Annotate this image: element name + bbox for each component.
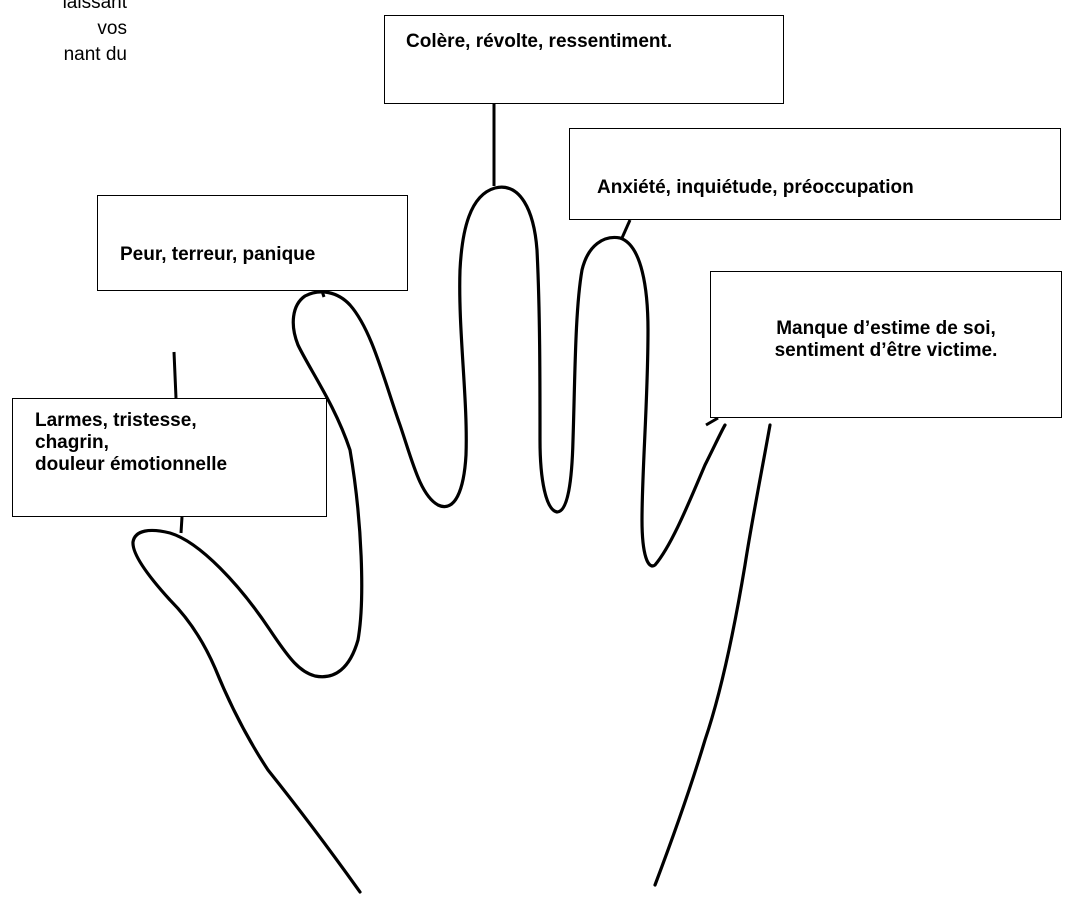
label-box-manque: Manque d’estime de soi, sentiment d’être… xyxy=(710,271,1062,418)
label-peur: Peur, terreur, panique xyxy=(120,244,407,266)
leader-line-ring-finger xyxy=(622,220,630,238)
leader-line-pinky xyxy=(706,418,718,425)
label-manque-line-2: sentiment d’être victime. xyxy=(711,340,1061,362)
label-box-anxiete: Anxiété, inquiétude, préoccupation xyxy=(569,128,1061,220)
label-larmes-line-1: Larmes, tristesse, xyxy=(35,410,326,432)
label-colere: Colère, révolte, ressentiment. xyxy=(406,31,783,53)
label-larmes-line-2: chagrin, xyxy=(35,432,326,454)
label-manque-line-1: Manque d’estime de soi, xyxy=(711,318,1061,340)
label-box-peur: Peur, terreur, panique xyxy=(97,195,408,291)
hand-outline xyxy=(133,187,725,892)
label-box-larmes: Larmes, tristesse, chagrin, douleur émot… xyxy=(12,398,327,517)
label-anxiete: Anxiété, inquiétude, préoccupation xyxy=(597,177,1060,199)
label-larmes-line-3: douleur émotionnelle xyxy=(35,454,326,476)
hand-outline-right-edge xyxy=(655,425,770,885)
label-box-colere: Colère, révolte, ressentiment. xyxy=(384,15,784,104)
